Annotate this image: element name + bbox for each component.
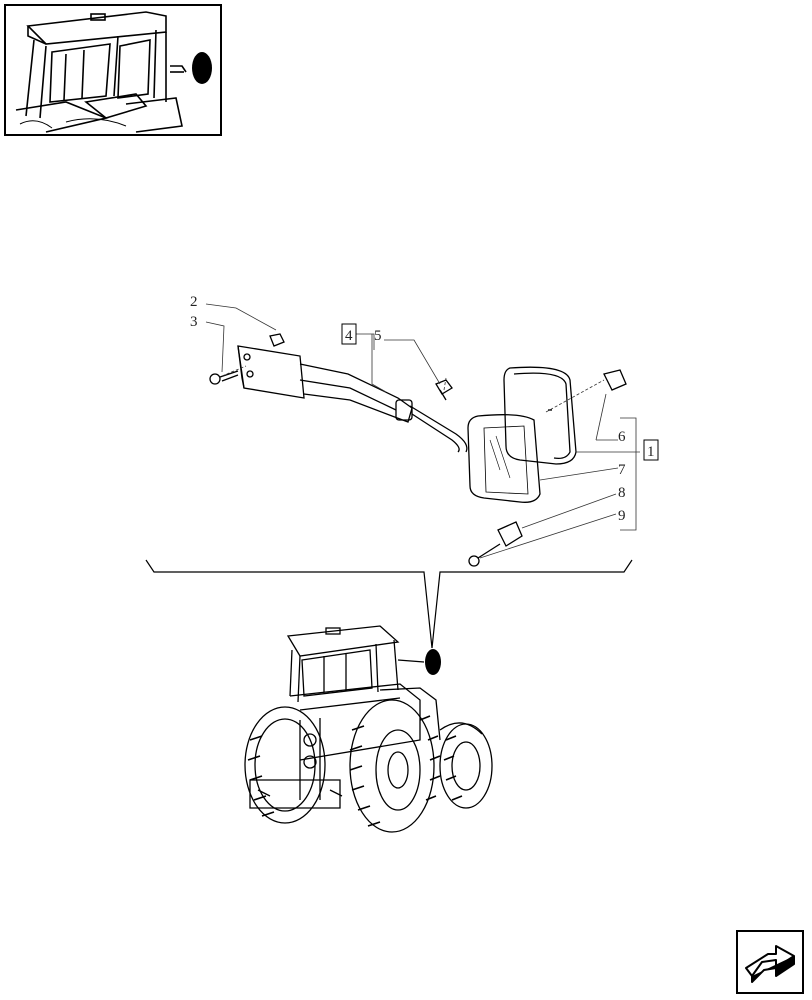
callout-5: 5 bbox=[374, 328, 382, 344]
next-page-button[interactable] bbox=[736, 930, 804, 994]
next-page-arrow-icon bbox=[745, 945, 795, 983]
callout-3: 3 bbox=[190, 314, 198, 330]
callout-9: 9 bbox=[618, 508, 626, 524]
tractor-cab-thumbnail-icon bbox=[15, 11, 212, 133]
callout-2: 2 bbox=[190, 294, 198, 310]
tractor-mirror-highlight bbox=[425, 649, 441, 675]
callout-8: 8 bbox=[618, 485, 626, 501]
callout-6: 6 bbox=[618, 429, 626, 445]
thumbnail-cab-view bbox=[4, 4, 222, 136]
tractor-rear-view-icon bbox=[244, 625, 493, 833]
callout-4: 4 bbox=[345, 328, 353, 344]
callout-7: 7 bbox=[618, 462, 626, 478]
callout-1: 1 bbox=[647, 444, 655, 460]
